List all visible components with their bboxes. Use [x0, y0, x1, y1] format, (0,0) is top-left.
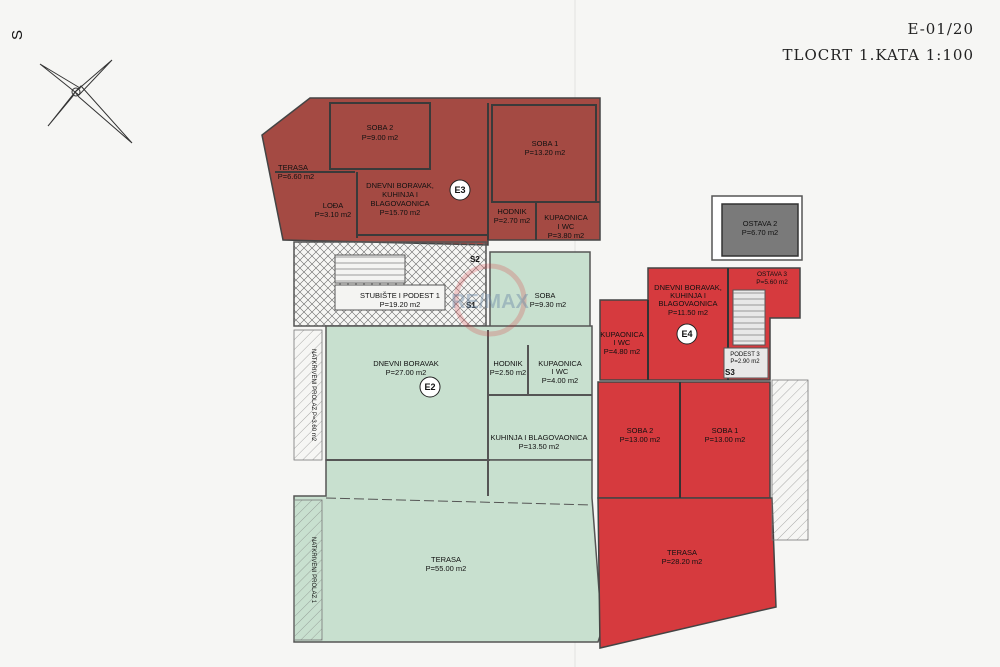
svg-text:KUHINJA I: KUHINJA I [670, 291, 706, 300]
svg-text:P=13.00 m2: P=13.00 m2 [620, 435, 661, 444]
room-e4-terasa: TERASA P=28.20 m2 [662, 548, 703, 566]
svg-text:P=27.00 m2: P=27.00 m2 [386, 368, 427, 377]
unit-e3 [261, 97, 601, 246]
svg-text:P=13.50 m2: P=13.50 m2 [519, 442, 560, 451]
svg-text:BLAGOVAONICA: BLAGOVAONICA [370, 199, 429, 208]
room-e3-hodnik: HODNIK P=2.70 m2 [494, 207, 530, 225]
unit-e4-badge [676, 323, 698, 345]
svg-text:DNEVNI BORAVAK,: DNEVNI BORAVAK, [366, 181, 434, 190]
svg-text:P=55.00 m2: P=55.00 m2 [426, 564, 467, 573]
svg-text:SOBA 1: SOBA 1 [712, 426, 739, 435]
unit-e3-label: E3 [454, 185, 465, 195]
room-e4-soba1: SOBA 1 P=13.00 m2 [705, 426, 746, 444]
room-e3-soba1: SOBA 1 P=13.20 m2 [525, 139, 566, 157]
room-ostava3: OSTAVA 3 P=5.60 m2 [756, 271, 788, 286]
svg-text:P=9.30 m2: P=9.30 m2 [530, 300, 566, 309]
svg-text:TERASA: TERASA [431, 555, 461, 564]
svg-text:KUHINJA I: KUHINJA I [382, 190, 418, 199]
svg-text:P=3.10 m2: P=3.10 m2 [315, 210, 351, 219]
svg-text:KUPAONICA: KUPAONICA [538, 359, 582, 368]
unit-e4 [597, 267, 801, 649]
svg-text:PODEST 3: PODEST 3 [730, 352, 760, 358]
room-e2-kuhinja: KUHINJA I BLAGOVAONICA P=13.50 m2 [491, 433, 588, 451]
svg-text:KUHINJA I BLAGOVAONICA: KUHINJA I BLAGOVAONICA [491, 433, 588, 442]
svg-text:P=28.20 m2: P=28.20 m2 [662, 557, 703, 566]
covered-passage-1-label: NATKRIVENI PROLAZ 1 [310, 537, 316, 604]
svg-text:I WC: I WC [614, 338, 631, 347]
svg-text:P=2.90 m2: P=2.90 m2 [730, 359, 760, 365]
right-passage-hatch [771, 379, 809, 541]
svg-text:SOBA 1: SOBA 1 [532, 139, 559, 148]
covered-passage-lower [293, 499, 323, 641]
svg-text:KUPAONICA: KUPAONICA [600, 330, 644, 339]
unit-e2-label: E2 [424, 382, 435, 392]
room-e2-hodnik: HODNIK P=2.50 m2 [490, 359, 526, 377]
svg-text:STUBIŠTE I PODEST 1: STUBIŠTE I PODEST 1 [360, 291, 440, 300]
svg-text:LOĐA: LOĐA [323, 201, 343, 210]
svg-text:P=9.00 m2: P=9.00 m2 [362, 133, 398, 142]
svg-text:OSTAVA 2: OSTAVA 2 [743, 219, 778, 228]
svg-text:P=2.50 m2: P=2.50 m2 [490, 368, 526, 377]
stair-s1-label: S1 [466, 301, 476, 310]
svg-text:P=13.00 m2: P=13.00 m2 [705, 435, 746, 444]
remax-balloon-icon [453, 263, 527, 337]
room-ostava2 [721, 203, 799, 257]
room-e4-dnevni: DNEVNI BORAVAK, KUHINJA I BLAGOVAONICA P… [654, 283, 722, 317]
north-arrow-star-icon [39, 59, 133, 144]
stair-s3-label: S3 [725, 368, 735, 377]
svg-text:P=6.70 m2: P=6.70 m2 [742, 228, 778, 237]
svg-text:I WC: I WC [552, 367, 569, 376]
room-e2-soba: SOBA P=9.30 m2 [530, 291, 566, 309]
room-e2-terasa: TERASA P=55.00 m2 [426, 555, 467, 573]
svg-text:BLAGOVAONICA: BLAGOVAONICA [658, 299, 717, 308]
room-e3-dnevni: DNEVNI BORAVAK, KUHINJA I BLAGOVAONICA P… [366, 181, 434, 217]
svg-text:P=3.80 m2: P=3.80 m2 [548, 231, 584, 240]
unit-e2 [293, 251, 603, 643]
svg-text:DNEVNI BORAVAK: DNEVNI BORAVAK [373, 359, 439, 368]
room-podest3: PODEST 3 P=2.90 m2 [730, 352, 760, 365]
unit-e3-badge [449, 179, 471, 201]
svg-text:P=13.20 m2: P=13.20 m2 [525, 148, 566, 157]
svg-text:HODNIK: HODNIK [497, 207, 526, 216]
svg-text:P=15.70 m2: P=15.70 m2 [380, 208, 421, 217]
svg-text:SOBA: SOBA [535, 291, 556, 300]
svg-text:SOBA 2: SOBA 2 [367, 123, 394, 132]
svg-text:I WC: I WC [558, 222, 575, 231]
svg-text:P=11.50 m2: P=11.50 m2 [668, 308, 708, 317]
svg-text:P=4.80 m2: P=4.80 m2 [604, 347, 640, 356]
svg-text:KUPAONICA: KUPAONICA [544, 213, 588, 222]
svg-text:P=4.00 m2: P=4.00 m2 [542, 376, 578, 385]
covered-passage-upper [293, 329, 323, 461]
room-e3-soba2: SOBA 2 P=9.00 m2 [362, 123, 398, 142]
room-e4-kupaonica: KUPAONICA I WC P=4.80 m2 [600, 330, 644, 356]
room-e3-terasa: TERASA P=6.60 m2 [278, 163, 314, 181]
svg-text:DNEVNI BORAVAK,: DNEVNI BORAVAK, [654, 283, 722, 292]
room-e4-soba2: SOBA 2 P=13.00 m2 [620, 426, 661, 444]
svg-text:TERASA: TERASA [667, 548, 697, 557]
svg-text:P=6.60 m2: P=6.60 m2 [278, 172, 314, 181]
svg-text:P=5.60 m2: P=5.60 m2 [756, 279, 788, 286]
unit-e4-label: E4 [681, 329, 692, 339]
compass-label: S [9, 30, 26, 40]
svg-text:HODNIK: HODNIK [493, 359, 522, 368]
svg-text:P=2.70 m2: P=2.70 m2 [494, 216, 530, 225]
plan-title: TLOCRT 1.KATA 1:100 [782, 46, 974, 64]
covered-passage-label: NATKRIVENI PROLAZ P=3.60 m2 [310, 349, 316, 442]
svg-text:TERASA: TERASA [278, 163, 308, 172]
room-e2-dnevni: DNEVNI BORAVAK P=27.00 m2 [373, 359, 439, 377]
svg-text:SOBA 2: SOBA 2 [627, 426, 654, 435]
document-code: E-01/20 [907, 20, 974, 38]
unit-e2-badge [419, 376, 441, 398]
room-stubiste: STUBIŠTE I PODEST 1 P=19.20 m2 [360, 291, 440, 309]
watermark-logo: RE/MAX [451, 291, 529, 313]
room-e3-loda: LOĐA P=3.10 m2 [315, 201, 351, 219]
room-e2-kupaonica: KUPAONICA I WC P=4.00 m2 [538, 359, 582, 385]
svg-text:OSTAVA 3: OSTAVA 3 [757, 271, 787, 278]
svg-text:P=19.20 m2: P=19.20 m2 [380, 300, 421, 309]
stair-s2-label: S2 [470, 255, 480, 264]
room-e3-kupaonica: KUPAONICA I WC P=3.80 m2 [544, 213, 588, 240]
